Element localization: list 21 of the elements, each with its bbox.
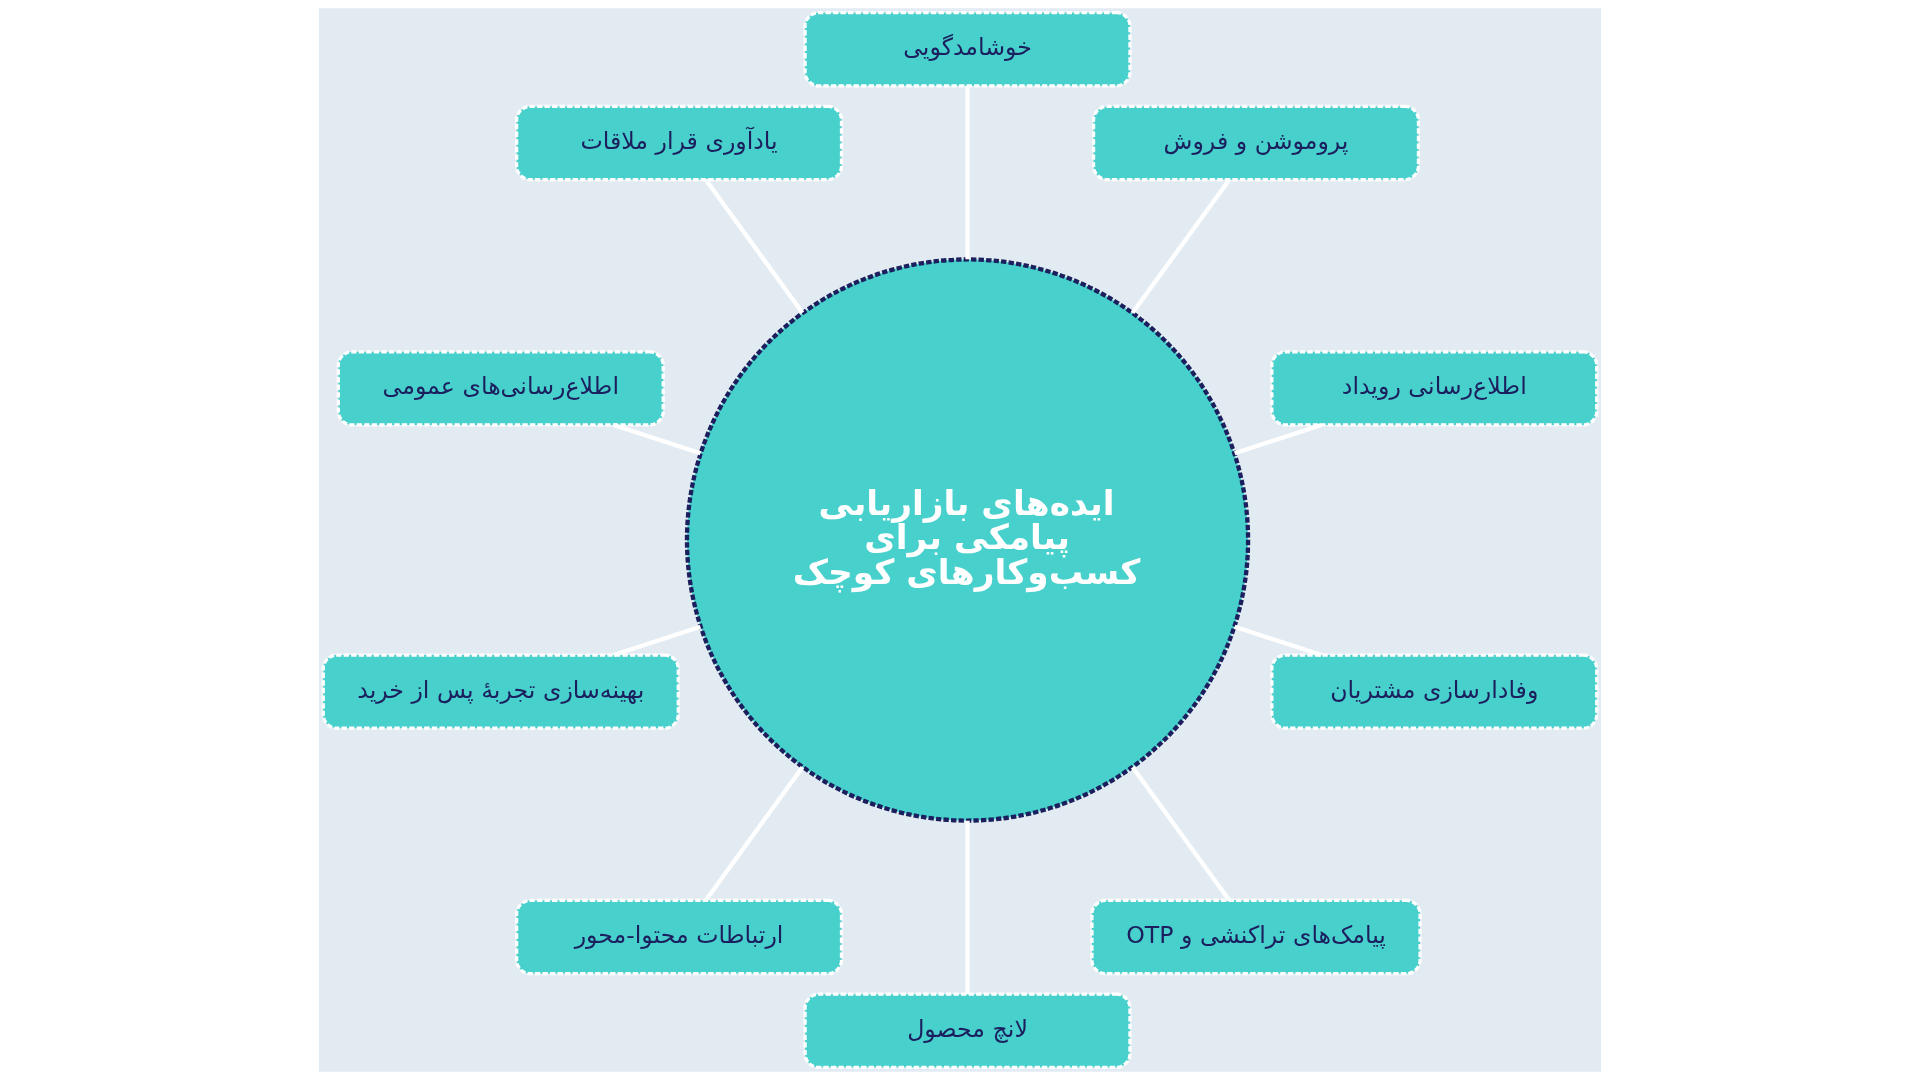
connector [1234, 423, 1322, 456]
node-circle: ایده‌های بازاریابی پیامکی برای کسب‌وکارهای کوچک [684, 257, 1251, 823]
connector [613, 423, 702, 456]
connector [1130, 765, 1231, 902]
node-box: خوشامدگویی [803, 11, 1132, 88]
node-box: لانچ محصول [803, 992, 1132, 1069]
connector [965, 85, 970, 260]
connector [965, 820, 970, 995]
node-box: یادآوری قرار ملاقات [515, 104, 844, 182]
connector [704, 178, 805, 315]
node-box: پیامک‌های تراکنشی و OTP [1090, 898, 1422, 976]
node-box: اطلاع‌رسانی‌های عمومی [336, 350, 665, 427]
connector [1234, 624, 1322, 657]
node-box: بهینه‌سازی تجربهٔ پس از خرید [321, 653, 680, 730]
node-box: ارتباطات محتوا-محور [515, 898, 844, 976]
connector [613, 624, 702, 657]
node-box: پروموشن و فروش [1091, 104, 1421, 182]
node-box: وفادارسازی مشتریان [1270, 653, 1599, 730]
node-box: اطلاع‌رسانی رویداد [1270, 350, 1599, 427]
connector [704, 765, 805, 902]
connector [1130, 178, 1231, 315]
